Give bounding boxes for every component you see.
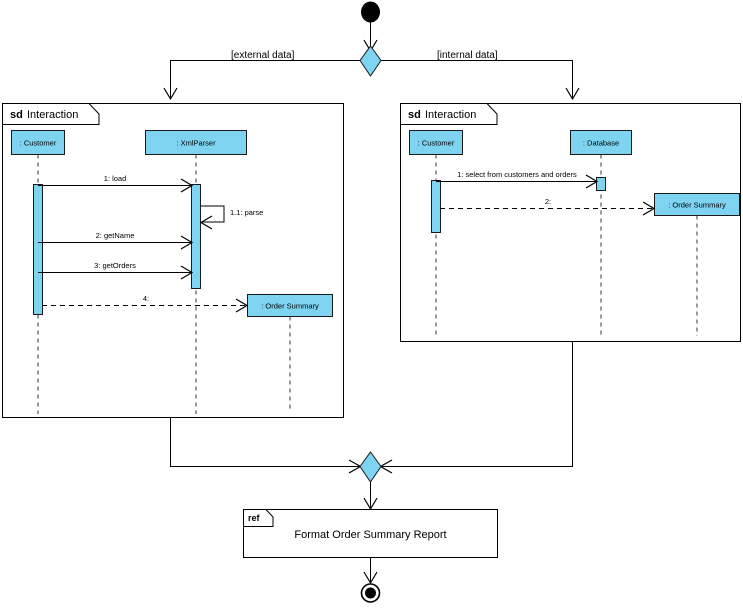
guard-label-external: [external data] [231,50,295,61]
frame-keyword-right: sd [408,109,421,121]
lifeline-left-xmlparser[interactable]: : XmlParser [145,130,247,415]
branch-edge-left [163,60,178,101]
edge-merge-to-ref [363,482,378,511]
message-label: 1: load [104,174,127,183]
activation-bar [33,184,43,315]
activation-bar [596,177,606,191]
initial-node [361,1,380,53]
lifeline-right-customer[interactable]: : Customer [409,130,463,339]
sd-frame-left[interactable]: sd Interaction [2,103,344,418]
lifeline-label: : Order Summary [668,201,726,210]
message-label: 2: [545,197,551,206]
branch-edge-right [565,60,580,101]
lifeline-label: : Database [583,139,619,148]
lifeline-label: : Customer [20,139,57,148]
frame-tab-left [2,103,100,125]
merge-node[interactable] [359,451,382,483]
merge-edge-from-right-frame [379,341,573,474]
message-label: 4: [143,294,149,303]
edge-ref-to-final [363,557,378,585]
message-left-3-getorders[interactable]: 3: getOrders [38,261,194,280]
activation-bar [191,184,201,289]
message-right-2-return[interactable]: 2: [440,197,656,216]
lifeline-label: : XmlParser [176,139,216,148]
decision-node[interactable] [170,45,573,77]
frame-keyword-left: sd [10,109,23,121]
message-label: 1: select from customers and orders [457,170,577,179]
message-left-11-parse[interactable]: 1.1: parse [199,205,264,230]
message-left-4-return[interactable]: 4: [42,294,249,313]
message-label: 1.1: parse [230,208,263,217]
message-left-2-getname[interactable]: 2: getName [38,231,194,250]
message-right-1-select[interactable]: 1: select from customers and orders [436,170,599,189]
ref-frame-tab [243,509,274,527]
ref-frame-title: Format Order Summary Report [294,529,446,541]
lifeline-label: : Customer [418,139,455,148]
activation-bar [431,180,441,233]
merge-edge-from-left-frame [170,417,362,474]
frame-name-right: Interaction [425,109,476,121]
lifeline-label: : Order Summary [261,302,319,311]
frame-name-left: Interaction [27,109,78,121]
guard-label-internal: [internal data] [437,50,498,61]
message-left-1-load[interactable]: 1: load [38,174,194,193]
activity-final-node [360,583,381,603]
lifeline-left-customer[interactable]: : Customer [11,130,65,415]
message-label: 3: getOrders [94,261,136,270]
frame-tab-right [400,103,498,125]
message-label: 2: getName [96,231,135,240]
ref-frame-keyword: ref [248,513,261,523]
lifeline-right-database[interactable]: : Database [570,130,632,339]
lifeline-right-ordersummary[interactable]: : Order Summary [654,193,740,337]
ref-frame[interactable]: ref Format Order Summary Report [243,509,498,558]
